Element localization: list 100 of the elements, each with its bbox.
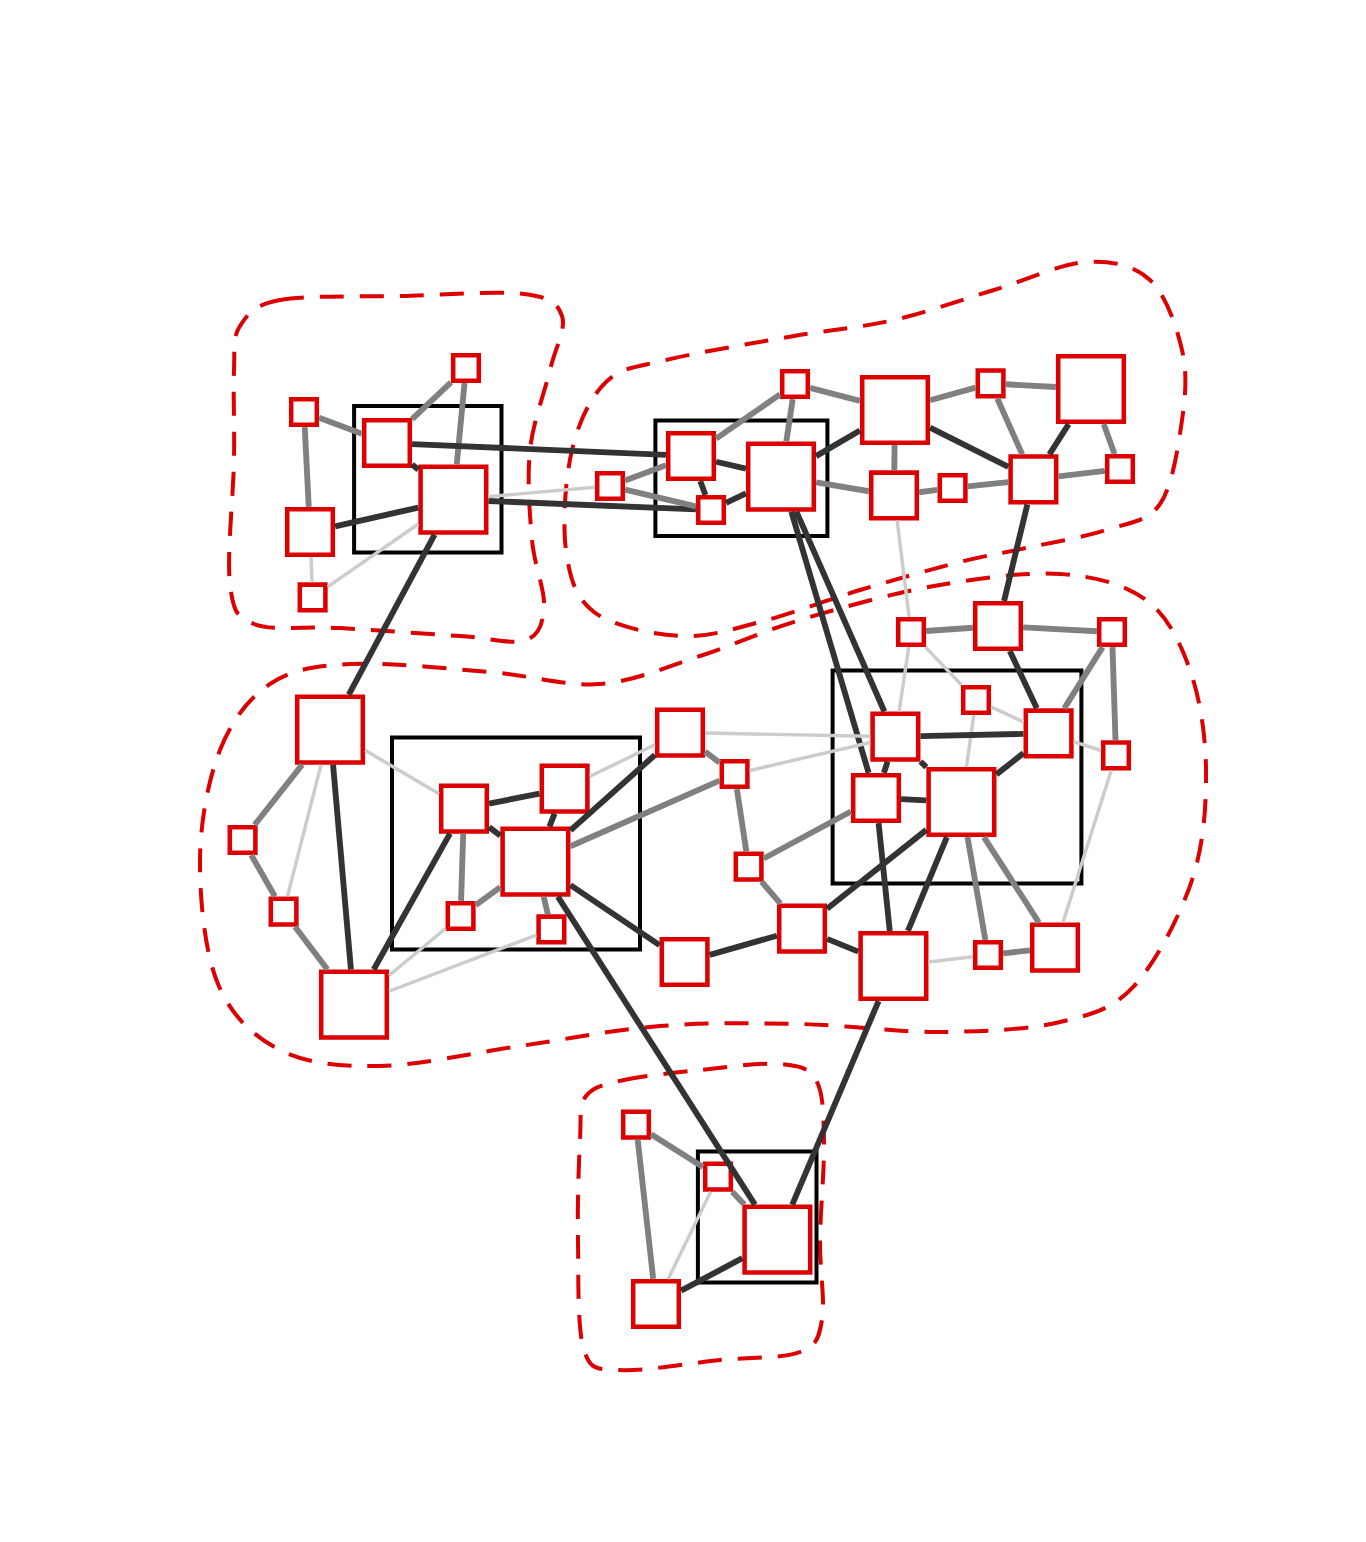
connector-line — [981, 835, 1042, 925]
connector-line — [634, 1139, 657, 1280]
connector-line — [928, 424, 1010, 470]
node-square — [620, 1109, 652, 1140]
connector-line — [1005, 381, 1057, 390]
node-square — [297, 582, 328, 613]
node-square — [1096, 616, 1128, 648]
node-square — [1023, 708, 1074, 759]
connector-line — [1022, 624, 1098, 635]
node-square — [294, 694, 366, 765]
connector-line — [793, 510, 888, 713]
group-frame — [390, 735, 642, 952]
connector-line — [387, 927, 447, 977]
connector-line — [588, 743, 656, 778]
connector-line — [318, 414, 363, 437]
connector-line — [1058, 467, 1106, 480]
node-square — [850, 772, 902, 824]
node-square — [937, 472, 968, 504]
connector-line — [624, 486, 697, 510]
node-square — [500, 826, 571, 897]
connector-line — [759, 879, 783, 906]
connector-line — [371, 832, 453, 971]
connector-line — [724, 490, 748, 506]
connector-line — [488, 485, 596, 499]
group-frame — [695, 1149, 819, 1285]
node-square — [445, 900, 476, 932]
node-square — [438, 783, 490, 834]
connector-line — [252, 762, 305, 827]
connector-line — [330, 764, 354, 970]
node-square — [858, 930, 929, 1002]
connector-line — [458, 833, 467, 902]
connector-line — [1061, 645, 1106, 710]
connector-line — [708, 932, 778, 958]
connector-line — [705, 731, 871, 738]
node-square — [654, 707, 706, 758]
connector-line — [815, 479, 870, 495]
connector-line — [714, 392, 782, 442]
node-square — [1008, 454, 1059, 505]
connector-line — [540, 896, 551, 915]
node-square — [227, 824, 258, 856]
connector-line — [967, 479, 1009, 490]
connector-line — [825, 936, 860, 955]
dashed-region — [227, 290, 565, 644]
connector-line — [881, 760, 891, 774]
node-square — [745, 441, 817, 512]
dashed-region — [562, 259, 1188, 639]
connector-line — [624, 462, 667, 484]
connector-line — [891, 445, 898, 471]
node-square — [972, 939, 1004, 971]
connector-line — [715, 458, 747, 472]
connector-line — [679, 1255, 744, 1294]
node-square — [859, 374, 931, 446]
node-square — [361, 417, 413, 469]
connector-line — [301, 426, 312, 508]
connector-line — [1073, 739, 1102, 753]
node-square — [868, 470, 920, 521]
connector-line — [825, 827, 929, 911]
node-square — [630, 1278, 682, 1330]
node-square — [288, 396, 320, 428]
node-square — [972, 600, 1024, 652]
group-frame — [653, 418, 830, 538]
node-square — [594, 470, 626, 502]
connector-line — [918, 487, 938, 496]
connector-line — [326, 522, 420, 589]
connector-line — [809, 385, 861, 404]
connector-line — [900, 796, 927, 804]
connector-line — [388, 933, 537, 993]
node-square — [450, 352, 482, 384]
connector-line — [568, 752, 657, 833]
connector-line — [248, 853, 278, 898]
connector-line — [309, 557, 314, 583]
node-square — [960, 684, 992, 716]
connector-line — [895, 520, 911, 618]
node-square — [659, 936, 710, 988]
connector-line — [788, 510, 872, 774]
connector-line — [929, 384, 977, 404]
node-square — [284, 506, 336, 558]
connector-line — [733, 788, 750, 852]
connector-line — [749, 740, 871, 773]
connector-line — [1007, 649, 1040, 710]
node-square — [695, 494, 727, 526]
connector-line — [555, 895, 758, 1207]
node-square — [539, 763, 590, 814]
connector-line — [1061, 769, 1113, 924]
connector-line — [666, 1190, 713, 1280]
connector-line — [1100, 423, 1118, 455]
node-square — [733, 851, 764, 882]
dashed-region — [198, 571, 1209, 1069]
connector-line — [994, 397, 1025, 456]
connector-line — [730, 1189, 747, 1207]
connector-line — [292, 924, 330, 972]
node-square — [926, 766, 997, 838]
connector-line — [964, 714, 976, 768]
dashed-region — [575, 1061, 827, 1373]
connector-line — [762, 808, 853, 862]
connector-line — [1109, 646, 1119, 741]
node-square — [536, 914, 567, 945]
group-frame — [830, 668, 1084, 886]
connector-line — [411, 441, 667, 458]
node-square — [895, 616, 927, 648]
